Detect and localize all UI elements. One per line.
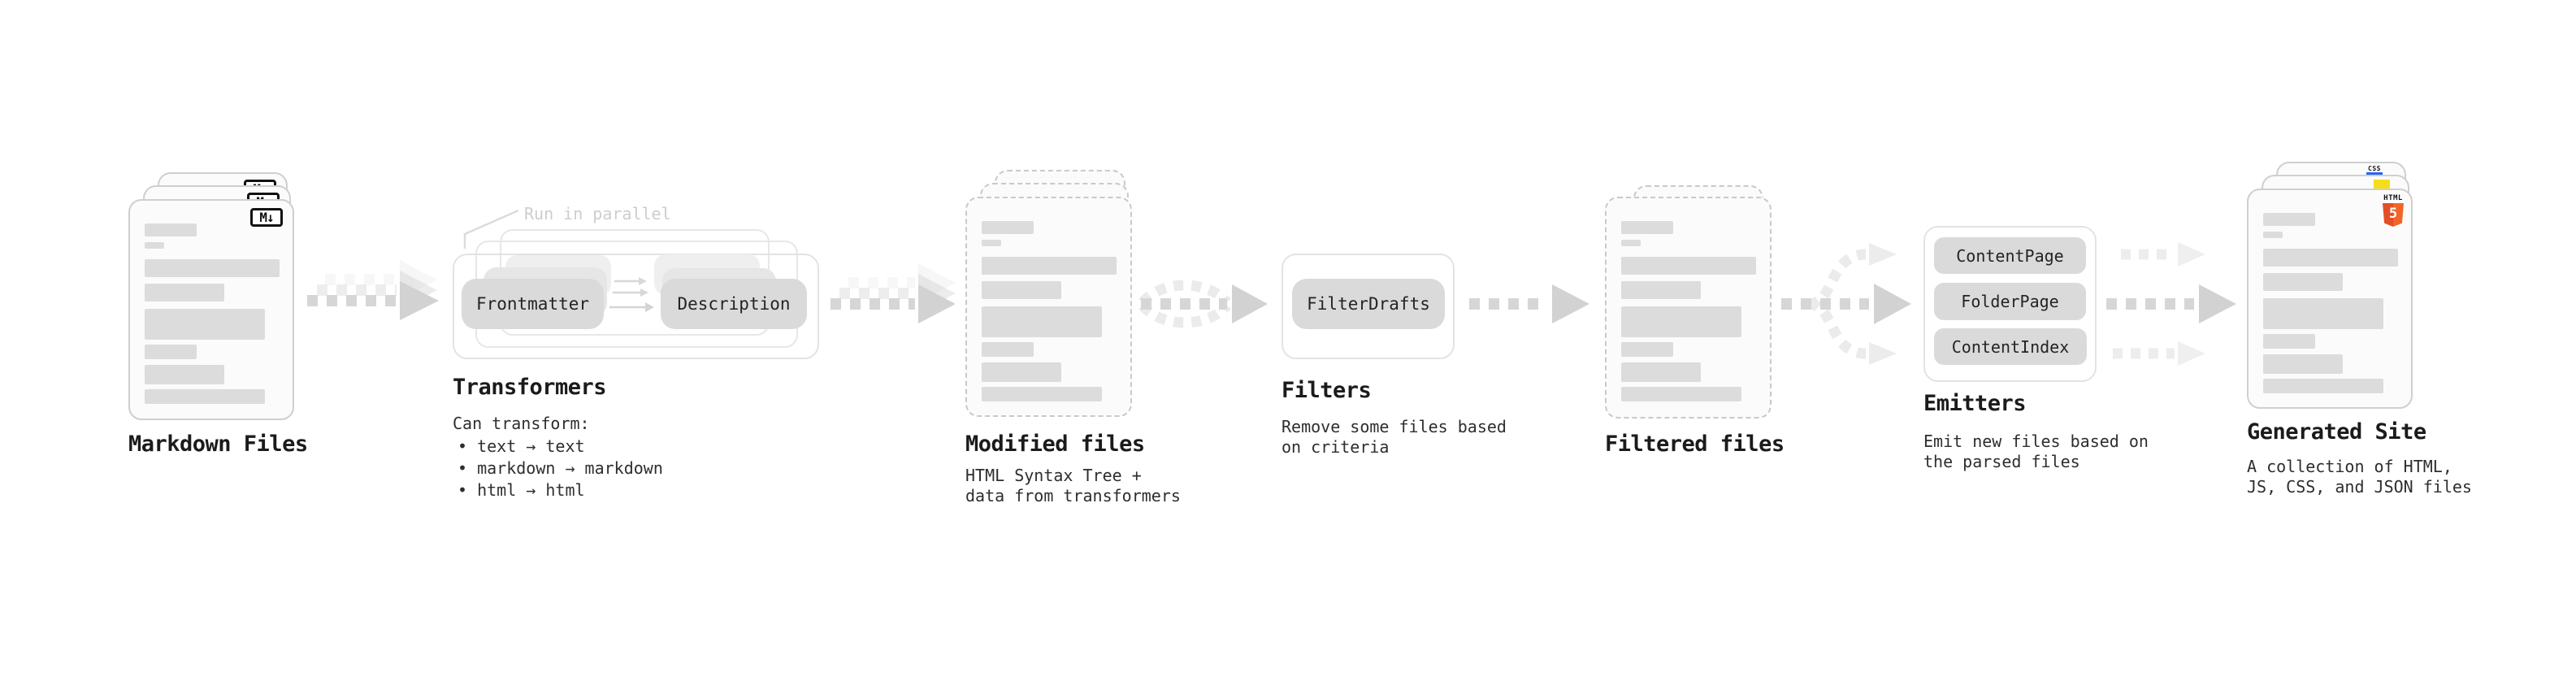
placeholder-line — [1621, 281, 1701, 299]
placeholder-line — [145, 389, 265, 404]
placeholder-line — [2263, 249, 2398, 267]
css-icon-bar — [2366, 172, 2383, 176]
stage-title-transformers: Transformers — [453, 375, 607, 400]
placeholder-line — [2263, 379, 2383, 393]
description-line: JS, CSS, and JSON files — [2247, 477, 2472, 497]
run-in-parallel-annotation: Run in parallel — [524, 204, 671, 223]
placeholder-line — [1621, 240, 1641, 246]
placeholder-line — [982, 387, 1102, 401]
placeholder-line — [2263, 273, 2343, 291]
description-line: on criteria — [1281, 437, 1390, 457]
placeholder-line — [2263, 213, 2315, 226]
transformer-source-chip: Frontmatter — [462, 279, 604, 329]
placeholder-line — [1621, 257, 1756, 275]
file-placeholder-lines — [2263, 213, 2398, 393]
html5-icon: HTML 5 — [2381, 195, 2405, 227]
placeholder-line — [145, 259, 280, 277]
placeholder-line — [2263, 232, 2283, 238]
placeholder-line — [1621, 342, 1673, 357]
placeholder-line — [145, 309, 265, 340]
placeholder-line — [1621, 387, 1741, 401]
bullet-item: • text → text — [458, 436, 585, 456]
css-icon: CSS — [2366, 166, 2383, 176]
bullet-item: • html → html — [458, 480, 585, 500]
placeholder-line — [2263, 298, 2383, 329]
arrow-emitters-to-site — [2106, 242, 2236, 366]
transformer-target-chip: Description — [661, 279, 807, 329]
placeholder-line — [2263, 334, 2315, 349]
description-line: data from transformers — [965, 486, 1181, 505]
html5-icon-word: HTML — [2383, 194, 2403, 202]
arrow-filters-to-filtered — [1469, 284, 1589, 323]
stage-title-filters: Filters — [1281, 378, 1372, 403]
stage-title-generated-site: Generated Site — [2247, 419, 2426, 445]
placeholder-line — [145, 345, 197, 359]
filter-drafts-chip: FilterDrafts — [1292, 279, 1445, 329]
description-line: A collection of HTML, — [2247, 457, 2452, 476]
description-line: Remove some files based — [1281, 417, 1507, 436]
css-icon-label: CSS — [2368, 165, 2381, 172]
placeholder-line — [145, 242, 164, 249]
placeholder-line — [982, 257, 1117, 275]
bullet-item: • markdown → markdown — [458, 458, 663, 478]
placeholder-line — [145, 223, 197, 236]
file-placeholder-lines — [982, 221, 1117, 401]
markdown-file-card-front: M↓ — [128, 199, 294, 420]
placeholder-line — [982, 306, 1102, 337]
generated-site-description: A collection of HTML, JS, CSS, and JSON … — [2247, 457, 2472, 497]
modified-file-card-front — [965, 197, 1132, 417]
description-line: the parsed files — [1923, 452, 2080, 471]
modified-files-description: HTML Syntax Tree + data from transformer… — [965, 466, 1181, 506]
markdown-icon: M↓ — [250, 208, 283, 227]
emitter-content-index-chip: ContentIndex — [1934, 328, 2087, 365]
placeholder-line — [145, 365, 224, 384]
emitters-description: Emit new files based on the parsed files — [1923, 432, 2149, 472]
filters-frame — [1281, 254, 1455, 359]
placeholder-line — [982, 240, 1001, 246]
html5-icon-shield: 5 — [2383, 203, 2404, 227]
transformer-frame-front — [453, 254, 819, 359]
placeholder-line — [1621, 362, 1701, 382]
stage-title-filtered-files: Filtered files — [1605, 432, 1785, 457]
placeholder-line — [982, 362, 1061, 382]
description-line: HTML Syntax Tree + — [965, 466, 1142, 485]
filtered-file-card-front — [1605, 197, 1772, 419]
transformers-description: Can transform: — [453, 414, 590, 433]
placeholder-line — [145, 284, 224, 301]
stage-title-modified-files: Modified files — [965, 432, 1145, 457]
arrow-modified-to-filters — [1138, 280, 1268, 328]
transformers-bullet-list: • text → text • markdown → markdown • ht… — [458, 436, 663, 501]
placeholder-line — [982, 342, 1034, 357]
stage-title-markdown-files: Markdown Files — [128, 432, 308, 457]
filters-description: Remove some files based on criteria — [1281, 417, 1507, 458]
stage-title-emitters: Emitters — [1923, 391, 2027, 416]
placeholder-line — [2263, 354, 2343, 374]
file-placeholder-lines — [1621, 221, 1756, 401]
file-placeholder-lines — [145, 223, 280, 404]
placeholder-line — [982, 221, 1034, 234]
placeholder-line — [1621, 221, 1673, 234]
js-icon — [2374, 180, 2390, 189]
arrow-transformers-to-modified — [830, 263, 956, 323]
emitter-content-page-chip: ContentPage — [1934, 237, 2086, 274]
emitter-folder-page-chip: FolderPage — [1934, 283, 2086, 320]
arrow-filtered-to-emitters — [1781, 243, 1911, 365]
description-line: Emit new files based on — [1923, 432, 2149, 451]
site-file-card-html: HTML 5 — [2247, 189, 2413, 409]
emitters-frame — [1923, 226, 2097, 382]
arrow-markdown-to-transformers — [307, 260, 439, 320]
placeholder-line — [982, 281, 1061, 299]
placeholder-line — [1621, 306, 1741, 337]
